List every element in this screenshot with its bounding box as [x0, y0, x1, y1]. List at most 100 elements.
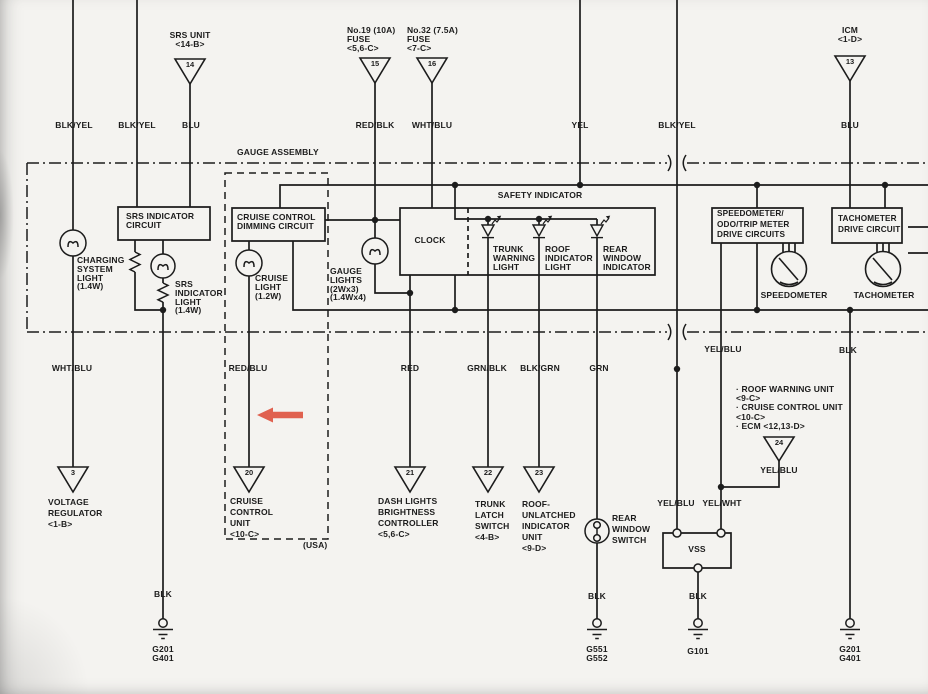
connector-3-number: 3 [70, 468, 76, 477]
roof-unlatched-unit-label: ROOF- UNLATCHED INDICATOR UNIT <9-D> [522, 499, 576, 553]
safety-indicator-box [400, 208, 655, 275]
voltage-regulator-label: VOLTAGE REGULATOR <1-B> [48, 497, 103, 529]
wire-label-blk-yel-1: BLK/YEL [55, 120, 93, 130]
connector-15-number: 15 [370, 59, 380, 68]
speedometer-gauge-icon [772, 252, 807, 287]
cruise-control-unit-label: CRUISE CONTROL UNIT <10-C> [230, 496, 274, 539]
ground-g101-icon [688, 619, 708, 639]
usa-label: (USA) [303, 540, 328, 550]
blk-label-rear-gnd: BLK [588, 591, 606, 601]
connector-23-number: 23 [534, 468, 544, 477]
safety-indicator-label: SAFETY INDICATOR [497, 190, 583, 200]
connector-14-number: 14 [185, 60, 195, 69]
bus-power [280, 185, 928, 208]
gauge-assembly-title: GAUGE ASSEMBLY [237, 147, 319, 157]
gauge-lights-label: GAUGE LIGHTS (2Wx3) (1.4Wx4) [330, 266, 367, 303]
connector-23-triangle [524, 467, 554, 492]
srs-indicator-circuit-label: SRS INDICATOR CIRCUIT [126, 211, 195, 231]
vss-pin-bottom [694, 564, 702, 572]
wire-srs-light-legs [135, 240, 163, 619]
vss-pin-left [673, 529, 681, 537]
wire-label-blk-right: BLK [839, 345, 857, 355]
trunk-warning-light-label: TRUNK WARNING LIGHT [493, 244, 536, 272]
charging-light-label: CHARGING SYSTEM LIGHT (1.4W) [77, 255, 125, 292]
junction-dots [159, 181, 889, 491]
resistor-srs-left [130, 252, 140, 272]
connector-13-number: 13 [845, 57, 855, 66]
wire-label-grn-blk: GRN/BLK [467, 363, 507, 373]
grounds [153, 619, 860, 639]
annotation-arrow-icon [257, 407, 303, 423]
wire-label-blu-icm: BLU [841, 120, 859, 130]
connector-24-triangle [764, 437, 794, 461]
ground-g201-g401-right-icon [840, 619, 860, 639]
connector-15-triangle [360, 58, 390, 83]
speedometer-drive-label: SPEEDOMETER/ ODO/TRIP METER DRIVE CIRCUI… [717, 209, 790, 240]
rear-window-indicator-label: REAR WINDOW INDICATOR [603, 244, 651, 272]
speedometer-label: SPEEDOMETER [760, 290, 828, 300]
gauge-lights-bulb-icon [362, 238, 388, 264]
rear-window-switch-label: REAR WINDOW SWITCH [612, 513, 651, 545]
ground-label-g551-g552: G551 G552 [586, 644, 608, 664]
bus-ground [293, 241, 928, 310]
boundary-lines [27, 163, 928, 332]
usa-dashed-box [225, 173, 328, 539]
wires [73, 0, 928, 619]
icm-label: ICM <1-D> [837, 25, 863, 45]
roof-indicator-light-label: ROOF INDICATOR LIGHT [545, 244, 593, 272]
connector-20-number: 20 [244, 468, 254, 477]
charging-system-bulb-icon [60, 230, 86, 256]
t24-yel-blu-label: YEL/BLU [760, 465, 798, 475]
srs-unit-label: SRS UNIT <14-B> [169, 30, 211, 50]
wire-led-outputs [488, 219, 597, 619]
gauge-assembly-boundary [27, 155, 928, 340]
wire-label-blk-grn: BLK/GRN [520, 363, 560, 373]
connector-21-triangle [395, 467, 425, 492]
connector-16-number: 16 [427, 59, 437, 68]
connector-24-number: 24 [774, 438, 784, 447]
wire-label-yel-blu: YEL/BLU [704, 344, 742, 354]
connector-21-number: 21 [405, 468, 415, 477]
connector-triangles [58, 56, 865, 492]
ground-g201-g401-left-icon [153, 619, 173, 639]
cruise-light-label: CRUISE LIGHT (1.2W) [255, 273, 289, 301]
blk-label-srs-gnd: BLK [154, 589, 172, 599]
fuse19-label: No.19 (10A) FUSE <5,6-C> [347, 25, 396, 54]
ground-label-g201-g401-right: G201 G401 [839, 644, 861, 664]
cruise-dimming-circuit-label: CRUISE CONTROL DIMMING CIRCUIT [237, 212, 316, 232]
ground-g551-g552-icon [587, 619, 607, 639]
wire-label-blu-srs: BLU [182, 120, 200, 130]
wire-label-red-blk: RED/BLK [355, 120, 395, 130]
vss-yel-blu-label: YEL/BLU [657, 498, 695, 508]
wire-label-grn: GRN [589, 363, 609, 373]
offpage-wire-stubs [908, 227, 928, 253]
connector-22-triangle [473, 467, 503, 492]
trunk-latch-switch-label: TRUNK LATCH SWITCH <4-B> [475, 499, 510, 542]
trunk-warning-led-icon [482, 215, 502, 238]
resistor-srs-right [158, 283, 168, 302]
wire-label-red: RED [400, 363, 420, 373]
tachometer-drive-label: TACHOMETER DRIVE CIRCUIT [838, 214, 901, 234]
resistors [130, 252, 168, 302]
srs-indicator-bulb-icon [151, 254, 175, 278]
vss-pin-right [717, 529, 725, 537]
tachometer-drive-box [832, 208, 902, 243]
connector-13-triangle [835, 56, 865, 81]
dash-lights-controller-label: DASH LIGHTS BRIGHTNESS CONTROLLER <5,6-C… [378, 496, 439, 539]
vss-yel-wht-label: YEL/WHT [702, 498, 742, 508]
wire-label-wht-blu: WHT/BLU [411, 120, 453, 130]
vss-destinations-note: · ROOF WARNING UNIT <9-C> · CRUISE CONTR… [736, 384, 843, 431]
connector-14-triangle [175, 59, 205, 84]
wire-label-blk-yel-3: BLK/YEL [658, 120, 696, 130]
fuse32-label: No.32 (7.5A) FUSE <7-C> [407, 25, 458, 54]
tachometer-pins [877, 243, 889, 252]
tachometer-gauge-icon [866, 252, 901, 287]
vss-pins [673, 529, 725, 572]
connector-3-triangle [58, 467, 88, 492]
vss-label: VSS [688, 544, 706, 554]
safety-indicator-leds [482, 215, 611, 238]
wire-red-blk-fuse19 [375, 83, 409, 293]
rear-window-led-icon [591, 215, 611, 238]
clock-label: CLOCK [414, 235, 446, 245]
